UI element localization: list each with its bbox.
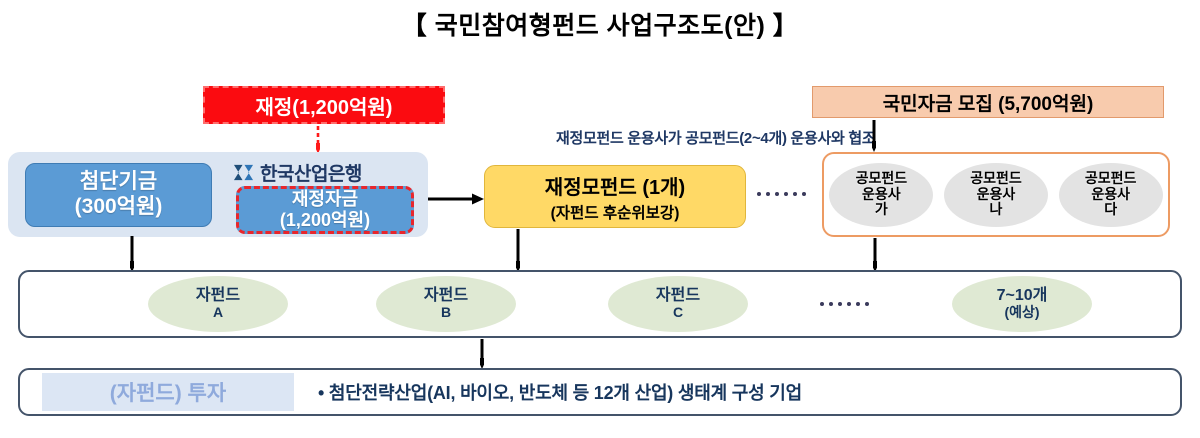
sub-fund-a-code: A	[212, 304, 224, 321]
advanced-fund-name: 첨단기금	[79, 170, 158, 194]
public-fund-manager-2: 공모펀드 운용사 나	[943, 162, 1048, 227]
manager-2-line2: 운용사	[976, 185, 1016, 202]
advanced-fund-amount: (300억원)	[74, 195, 163, 218]
investment-description-text: 첨단전략산업(AI, 바이오, 반도체 등 12개 산업) 생태계 구성 기업	[328, 383, 803, 403]
budget-dashed-arrow-icon	[316, 126, 320, 154]
manager-3-line3: 다	[1104, 201, 1118, 218]
budget-box: 재정(1,200억원)	[203, 86, 445, 124]
manager-2-line3: 나	[989, 201, 1003, 218]
manager-2-line1: 공모펀드	[970, 169, 1022, 186]
kdb-logo-icon	[233, 164, 254, 181]
coordination-note: 재정모펀드 운용사가 공모펀드(2~4개) 운용사와 협조	[556, 130, 876, 147]
investment-description: • 첨단전략산업(AI, 바이오, 반도체 등 12개 산업) 생태계 구성 기…	[318, 379, 802, 405]
advanced-fund-down-arrow-icon	[130, 236, 134, 272]
page-title: 【 국민참여형펀드 사업구조도(안) 】	[401, 12, 799, 40]
public-fund-manager-3: 공모펀드 운용사 다	[1058, 162, 1163, 227]
sub-fund-to-investment-arrow-icon	[480, 339, 484, 369]
sub-fund-count-estimate: 7~10개 (예상)	[952, 276, 1092, 332]
manager-3-line2: 운용사	[1091, 185, 1130, 202]
kdb-bank-logo: 한국산업은행	[232, 160, 422, 185]
sub-fund-a: 자펀드 A	[148, 276, 288, 332]
mother-fund-subtitle: (자펀드 후순위보강)	[550, 204, 680, 222]
kdb-bank-name: 한국산업은행	[260, 164, 362, 185]
manager-3-line1: 공모펀드	[1084, 169, 1137, 186]
source-to-mother-fund-arrow-icon	[428, 192, 484, 205]
investment-label: (자펀드) 투자	[42, 373, 294, 411]
public-raise-down-arrow-icon	[872, 120, 876, 152]
advanced-fund-box: 첨단기금 (300억원)	[25, 163, 212, 227]
investment-row: (자펀드) 투자 • 첨단전략산업(AI, 바이오, 반도체 등 12개 산업)…	[18, 368, 1182, 416]
public-managers-down-arrow-icon	[873, 238, 877, 272]
sub-fund-b-code: B	[440, 304, 452, 321]
manager-1-line2: 운용사	[862, 185, 901, 202]
sub-fund-count-note: (예상)	[1004, 304, 1040, 321]
sub-fund-count-label: 7~10개	[996, 286, 1048, 304]
treasury-fund-name: 재정자금	[291, 188, 359, 209]
public-fund-manager-1: 공모펀드 운용사 가	[829, 162, 934, 227]
treasury-fund-amount: (1,200억원)	[279, 210, 371, 230]
manager-1-line1: 공모펀드	[855, 169, 908, 186]
mother-fund-down-arrow-icon	[516, 229, 520, 272]
public-fund-managers-panel: 공모펀드 운용사 가 공모펀드 운용사 나 공모펀드 운용사 다	[822, 152, 1170, 237]
treasury-fund-box: 재정자금 (1,200억원)	[236, 186, 414, 234]
public-money-raise-box: 국민자금 모집 (5,700억원)	[812, 86, 1164, 118]
sub-fund-c-code: C	[672, 304, 684, 321]
mother-to-public-ellipsis	[757, 192, 806, 196]
bullet-icon: •	[318, 383, 325, 403]
sub-fund-ellipsis	[820, 302, 869, 306]
mother-fund-box: 재정모펀드 (1개) (자펀드 후순위보강)	[484, 165, 746, 228]
sub-fund-a-label: 자펀드	[195, 286, 241, 304]
mother-fund-title: 재정모펀드 (1개)	[544, 176, 686, 199]
sub-fund-b: 자펀드 B	[376, 276, 516, 332]
sub-fund-b-label: 자펀드	[423, 286, 469, 304]
public-money-raise-label: 국민자금 모집 (5,700억원)	[882, 93, 1094, 115]
sub-fund-c-label: 자펀드	[655, 286, 701, 304]
sub-fund-c: 자펀드 C	[608, 276, 748, 332]
budget-label: 재정(1,200억원)	[255, 96, 393, 119]
manager-1-line3: 가	[874, 201, 888, 218]
